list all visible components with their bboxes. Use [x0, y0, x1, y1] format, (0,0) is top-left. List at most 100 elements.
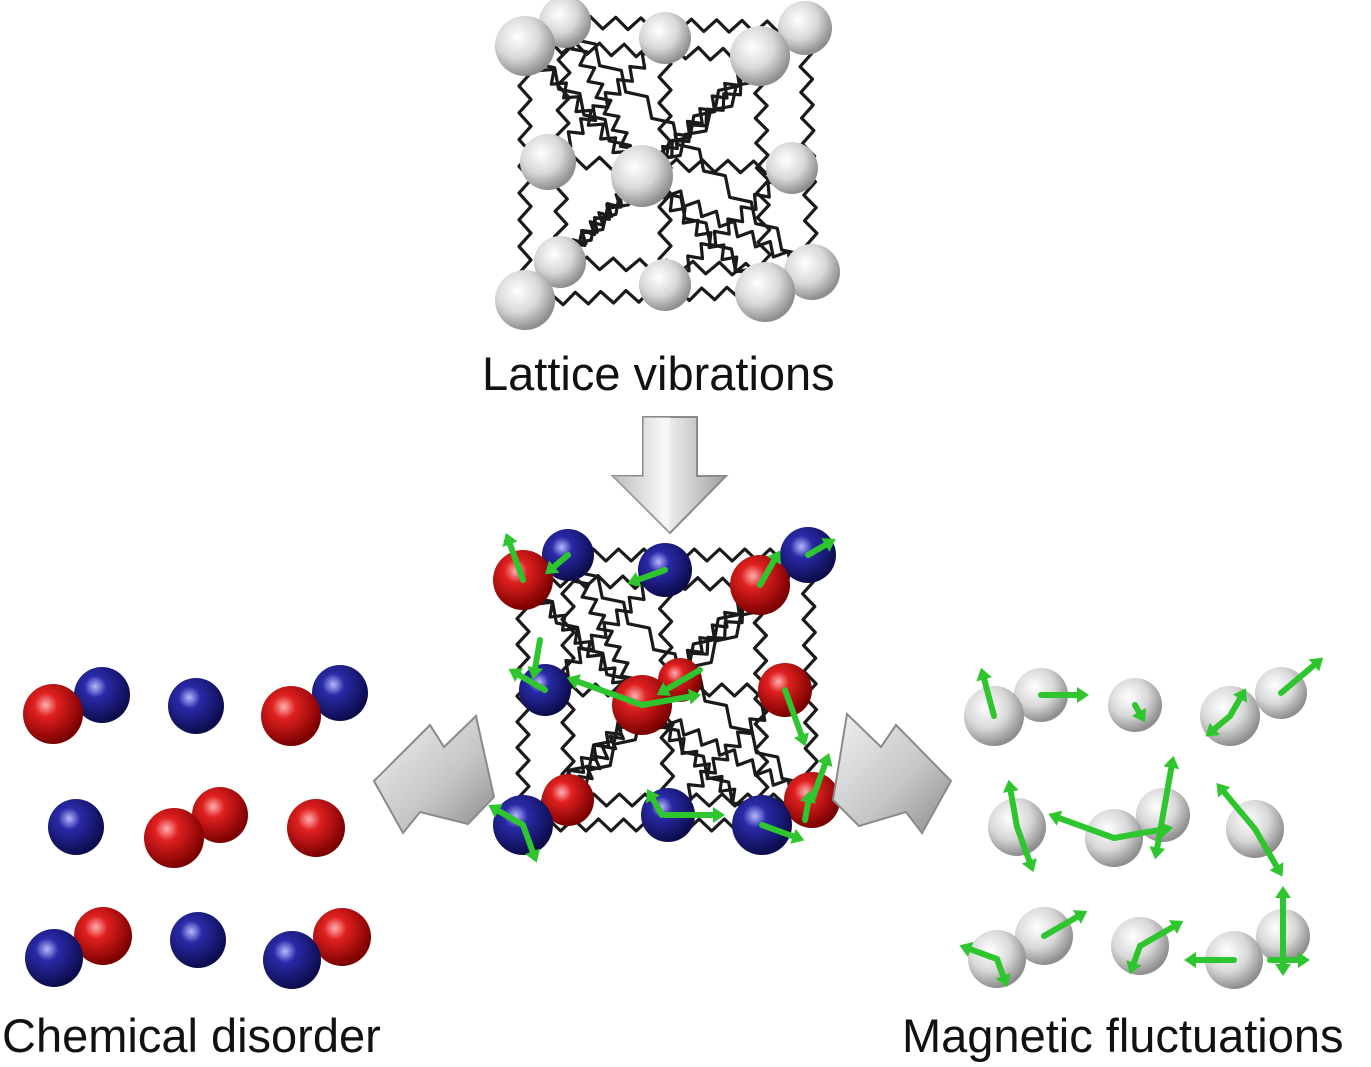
spin-arrow-head: [508, 668, 524, 682]
spin-arrow: [1216, 783, 1258, 832]
spin-arrow: [994, 956, 1011, 988]
gray-atom: [495, 270, 555, 330]
spin-arrow: [805, 538, 836, 558]
gray-atom: [639, 12, 691, 64]
spin-arrow-head: [1233, 688, 1247, 703]
lattice-vibrations-illustration: [495, 0, 840, 330]
magnetic-fluctuations-label: Magnetic fluctuations: [902, 1009, 1344, 1062]
spin-arrow-head: [646, 789, 660, 804]
spin-arrow-shaft: [1137, 924, 1176, 949]
red-atom: [313, 908, 371, 966]
spring: [667, 688, 786, 817]
red-atom: [74, 907, 132, 965]
spin-arrow: [809, 753, 833, 803]
spin-arrow-shaft: [1111, 826, 1165, 841]
spin-arrow-head: [1149, 846, 1166, 860]
spin-arrow: [639, 688, 702, 708]
spin-arrow: [1160, 755, 1180, 818]
spin-arrow-head: [1308, 657, 1324, 672]
chemical-disorder-illustration: [23, 665, 371, 989]
spin-arrow: [1227, 688, 1247, 719]
spin-arrow: [1014, 824, 1037, 873]
spin-arrow-shaft: [1160, 764, 1175, 818]
spin-arrows: [488, 533, 836, 863]
spin-arrow: [1126, 943, 1143, 975]
spring: [800, 554, 820, 801]
spin-arrow-head: [1163, 755, 1180, 770]
gray-atom: [735, 262, 795, 322]
spin-arrow-head: [1216, 783, 1231, 798]
spring: [567, 547, 809, 563]
spring: [752, 55, 773, 293]
spin-arrow: [656, 667, 703, 696]
spin-arrow: [1184, 952, 1237, 968]
spin-arrow-head: [1184, 952, 1196, 968]
spin-arrow-shaft: [1252, 826, 1280, 870]
spin-arrow: [1278, 657, 1324, 696]
spin-arrow: [1275, 886, 1291, 939]
spin-arrow-shaft: [802, 799, 812, 823]
spin-arrow-shaft: [1014, 824, 1033, 864]
red-atom: [261, 686, 321, 746]
spin-arrow-shaft: [1211, 713, 1233, 732]
spin-arrow-head: [1298, 952, 1310, 968]
spin-arrow-head: [527, 666, 544, 680]
gray-atoms: [495, 0, 840, 330]
blue-atom: [170, 912, 226, 968]
gray-atom: [495, 16, 555, 76]
red-atom: [287, 799, 345, 857]
spin-arrow-shaft: [635, 567, 668, 583]
spring: [547, 36, 666, 164]
spin-arrow-head: [1072, 910, 1088, 924]
spin-arrow-head: [821, 538, 836, 552]
spin-arrow-head: [566, 674, 581, 690]
gray-atom: [639, 259, 691, 311]
spin-arrow-shaft: [759, 822, 797, 840]
red-atom: [144, 808, 204, 868]
spin-arrow-head: [1168, 920, 1184, 934]
left-block-arrow: [372, 714, 496, 835]
spin-arrow-head: [995, 973, 1011, 988]
spin-arrow-shaft: [1221, 789, 1258, 832]
gray-atom: [611, 145, 673, 207]
red-atom: [23, 684, 83, 744]
spin-arrow: [566, 674, 645, 708]
spin-arrow-head: [1021, 858, 1037, 873]
spin-arrow: [1205, 713, 1233, 737]
spin-arrow-shaft: [757, 557, 777, 588]
spin-arrow-head: [713, 807, 725, 823]
spin-arrow: [782, 687, 809, 747]
spin-arrow-shaft: [1132, 702, 1142, 715]
blue-atom: [25, 929, 83, 987]
spin-arrow-shaft: [664, 667, 703, 692]
red-atom: [192, 787, 248, 843]
blue-atom: [168, 678, 224, 734]
spin-arrow-head: [1269, 862, 1284, 877]
spin-arrow-shaft: [1154, 812, 1166, 851]
spin-arrow-head: [627, 572, 642, 588]
spin-arrow: [646, 789, 665, 818]
spin-arrow-head: [545, 560, 560, 575]
spin-arrow: [1137, 920, 1184, 949]
spin-arrow: [1002, 779, 1020, 830]
spin-arrow: [1252, 826, 1284, 877]
spin-arrow-head: [488, 804, 503, 818]
spin-arrow-shaft: [1227, 695, 1243, 719]
spring: [664, 166, 793, 287]
spin-arrow: [545, 552, 571, 575]
spin-arrow-shaft: [650, 796, 665, 818]
spin-arrow-shaft: [520, 822, 536, 855]
down-block-arrow: [610, 416, 729, 535]
red-atom: [542, 774, 594, 826]
blue-atom: [74, 667, 130, 723]
spin-arrow-shaft: [994, 956, 1007, 979]
spin-arrow: [959, 941, 1000, 962]
spin-arrow-shaft: [495, 808, 526, 828]
spin-arrow: [627, 567, 668, 588]
spin-arrow: [1041, 910, 1088, 939]
spin-arrow-head: [1126, 960, 1142, 975]
spin-arrow: [520, 822, 541, 863]
spin-arrow-head: [817, 753, 833, 768]
spin-arrow-head: [1002, 779, 1019, 793]
